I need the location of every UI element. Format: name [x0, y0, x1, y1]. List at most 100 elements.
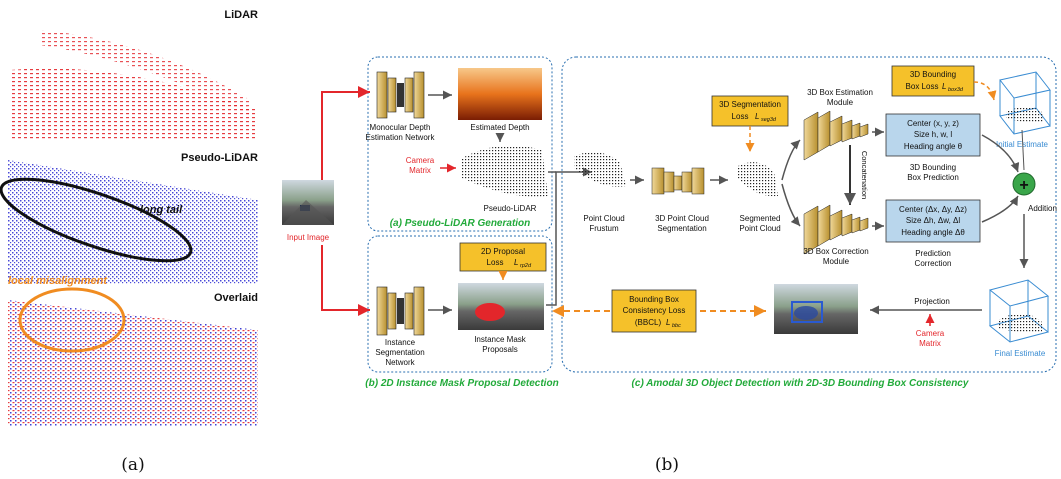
box-corr-label-1: 3D Box Correction: [803, 247, 868, 256]
segmented-pc-2: Point Cloud: [739, 224, 780, 233]
box-pred-1: 3D Bounding: [910, 163, 956, 172]
projection-label: Projection: [914, 297, 950, 306]
lidar-title: LiDAR: [224, 9, 258, 21]
corr-to-add-arrow: [981, 195, 1019, 223]
proposal-loss-sym: L: [514, 258, 518, 267]
section-c-frame: [561, 56, 1057, 373]
pseudo-lidar-panel: long tail Pseudo-LiDAR: [0, 146, 263, 284]
mono-depth-label-1: Monocular Depth: [370, 123, 431, 132]
mono-depth-label-2: Estimation Network: [366, 133, 436, 142]
proposal-loss-1: 2D Proposal: [481, 247, 525, 256]
subfigure-b-label: (b): [655, 455, 679, 475]
pred-corr-1: Prediction: [915, 249, 951, 258]
center-box-1: Center (x, y, z): [907, 119, 959, 128]
box-pred-2: Box Prediction: [907, 173, 959, 182]
local-misalignment-label: local misalignment: [8, 275, 108, 287]
pred-corr-2: Correction: [915, 259, 952, 268]
input-image: [282, 180, 334, 225]
seg-loss-sym: L: [755, 112, 759, 121]
instance-seg-3: Network: [385, 358, 415, 367]
section-a-frame: [367, 56, 553, 232]
correction-box: [885, 199, 981, 243]
box-loss-box: [891, 65, 975, 97]
box-est-label-2: Module: [827, 98, 854, 107]
box-loss-sub: box3d: [948, 87, 964, 93]
instance-seg-2: Segmentation: [375, 348, 424, 357]
pseudo-lidar-title: Pseudo-LiDAR: [181, 152, 258, 164]
section-c-caption: (c) Amodal 3D Object Detection with 2D-3…: [632, 378, 969, 389]
box-pred-box: [885, 113, 981, 157]
box-loss-sym: L: [942, 82, 946, 91]
corr-box-1: Center (Δx, Δy, Δz): [899, 205, 967, 214]
box-corr-label-2: Module: [823, 257, 850, 266]
bbcl-sym: L: [666, 318, 670, 327]
plus-icon: +: [1019, 177, 1028, 194]
concat-label: Concatenation: [860, 151, 869, 199]
seg-loss-1: 3D Segmentation: [719, 100, 781, 109]
instance-mask-image: [458, 283, 544, 330]
segmented-pc-image: [738, 162, 778, 197]
seg-loss-sub: seg3d: [761, 117, 777, 123]
to-box-est-arrow: [781, 139, 801, 181]
proposal-loss-sub: rp2d: [520, 263, 532, 269]
addition-label: Addition: [1028, 204, 1057, 213]
pc-seg-network-icon: [651, 167, 705, 195]
camera-matrix-top-1: Camera: [406, 156, 435, 165]
frustum-label-2: Frustum: [589, 224, 619, 233]
box-loss-2: Box Loss: [906, 82, 939, 91]
frustum-image: [574, 152, 626, 187]
section-b-caption: (b) 2D Instance Mask Proposal Detection: [365, 378, 558, 389]
instance-mask-2: Proposals: [482, 345, 518, 354]
section-a-caption: (a) Pseudo-LiDAR Generation: [390, 218, 531, 229]
final-estimate-label: Final Estimate: [995, 349, 1046, 358]
depth-network-icon: [376, 71, 425, 119]
input-image-label: Input Image: [287, 233, 330, 242]
instance-seg-1: Instance: [385, 338, 416, 347]
input-to-instance-arrow: [321, 245, 370, 316]
estimated-depth-image: [458, 68, 542, 120]
mask-to-frustum-arrow: [546, 167, 592, 306]
box-corr-network-icon: [803, 204, 869, 255]
overlaid-title: Overlaid: [214, 292, 258, 304]
initial-estimate-box: [999, 71, 1051, 135]
long-tail-ellipse: [0, 177, 193, 263]
instance-network-icon: [376, 286, 425, 336]
to-box-corr-arrow: [781, 183, 801, 227]
final-estimate-box: [988, 279, 1050, 343]
bbcl-sub: bbc: [672, 323, 681, 329]
projected-image: [774, 284, 858, 334]
center-box-3: Heading angle θ: [904, 142, 963, 151]
bbcl-1: Bounding Box: [629, 295, 679, 304]
segmented-pc-1: Segmented: [740, 214, 781, 223]
pseudo-lidar-label: Pseudo-LiDAR: [484, 204, 537, 213]
bbcl-box: [611, 289, 697, 333]
center-box-2: Size h, w, l: [914, 130, 952, 139]
overlaid-panel: local misalignment Overlaid: [5, 275, 263, 426]
pred-to-add-arrow: [981, 134, 1020, 173]
corr-box-2: Size Δh, Δw, Δl: [906, 216, 960, 225]
pc-seg-label-1: 3D Point Cloud: [655, 214, 709, 223]
long-tail-label: long tail: [140, 204, 183, 216]
misalignment-ellipse: [18, 287, 126, 353]
initial-to-add-line: [1021, 129, 1025, 171]
corr-box-3: Heading angle Δθ: [901, 228, 965, 237]
pc-seg-label-2: Segmentation: [657, 224, 706, 233]
lidar-panel: LiDAR: [5, 4, 263, 144]
proposal-loss-box: [459, 242, 547, 272]
camera-matrix-bottom-2: Matrix: [919, 339, 941, 348]
seg-loss-2: Loss: [732, 112, 749, 121]
proposal-loss-2: Loss: [487, 258, 504, 267]
box-est-label-1: 3D Box Estimation: [807, 88, 873, 97]
addition-circle: [1012, 172, 1036, 196]
pseudo-lidar-image: [462, 145, 548, 197]
camera-matrix-top-2: Matrix: [409, 166, 431, 175]
frustum-label-1: Point Cloud: [583, 214, 624, 223]
bbcl-2: Consistency Loss: [623, 306, 686, 315]
subfigure-a-label: (a): [121, 455, 144, 475]
instance-mask-1: Instance Mask: [474, 335, 527, 344]
bbcl-3: (BBCL): [635, 318, 662, 327]
input-to-depth-arrow: [321, 86, 370, 180]
estimated-depth-label: Estimated Depth: [470, 123, 529, 132]
camera-matrix-bottom-1: Camera: [916, 329, 945, 338]
box-loss-arrow: [973, 81, 997, 101]
